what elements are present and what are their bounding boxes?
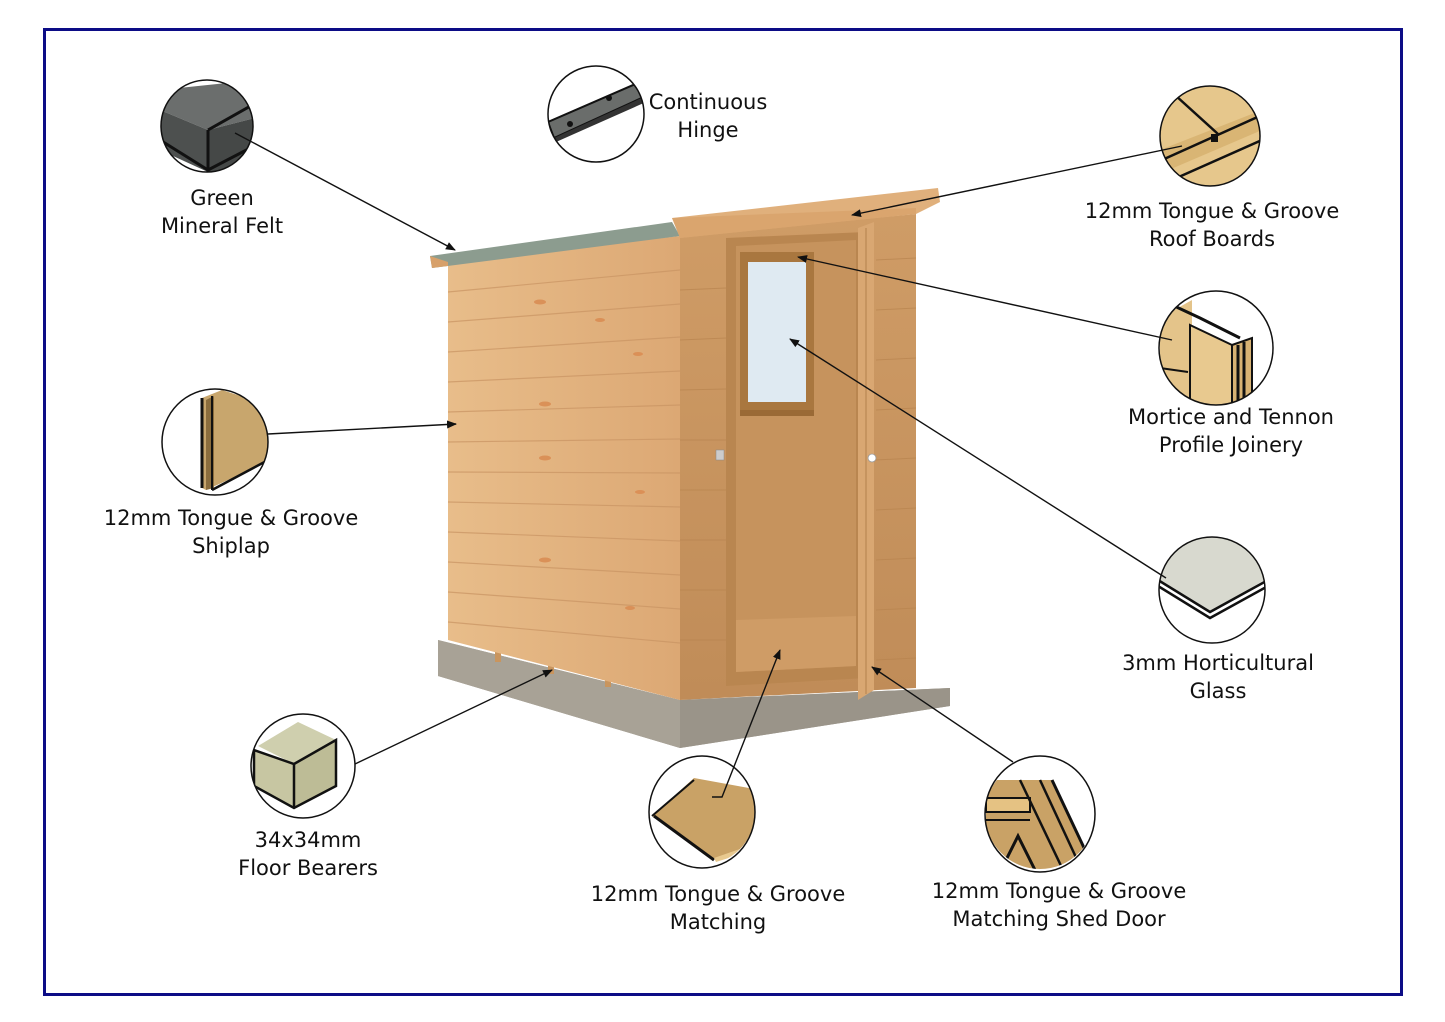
matching-board-icon [648, 755, 756, 869]
label-line: 12mm Tongue & Groove [590, 882, 846, 906]
label-floor-bearers: 34x34mm Floor Bearers [238, 826, 378, 882]
label-line: Hinge [677, 118, 739, 142]
label-line: Matching [669, 910, 767, 934]
label-line: Green [190, 186, 254, 210]
label-line: 3mm Horticultural [1122, 651, 1314, 675]
label-matching-shed-door: 12mm Tongue & Groove Matching Shed Door [932, 877, 1187, 933]
label-line: Roof Boards [1148, 227, 1276, 251]
label-mortice-tennon-joinery: Mortice and Tennon Profile Joinery [1128, 403, 1334, 459]
floor-bearers-icon [250, 713, 356, 819]
label-line: 12mm Tongue & Groove [931, 879, 1187, 903]
mortice-tennon-icon [1158, 290, 1274, 406]
arrow-felt [234, 132, 456, 251]
horticultural-glass-icon [1158, 536, 1266, 644]
label-line: 34x34mm [254, 828, 362, 852]
arrow-roof [851, 145, 1183, 218]
label-green-mineral-felt: Green Mineral Felt [161, 184, 283, 240]
arrow-door [871, 666, 1014, 763]
label-line: Glass [1189, 679, 1247, 703]
arrow-glass [789, 338, 1167, 579]
shed-illustration [430, 188, 950, 748]
arrow-joinery [797, 255, 1173, 341]
label-line: 12mm Tongue & Groove [103, 506, 359, 530]
label-line: Mortice and Tennon [1128, 405, 1334, 429]
side-wall [448, 236, 680, 700]
diagram-frame [43, 28, 1403, 996]
label-line: 12mm Tongue & Groove [1084, 199, 1340, 223]
mineral-felt-icon [160, 79, 254, 173]
label-line: Shiplap [192, 534, 270, 558]
continuous-hinge-icon [547, 65, 645, 163]
label-line: Floor Bearers [238, 856, 378, 880]
window-glass [748, 262, 806, 402]
label-matching: 12mm Tongue & Groove Matching [591, 880, 846, 936]
label-line: Continuous [648, 90, 768, 114]
leader-arrows [234, 132, 1183, 798]
label-continuous-hinge: Continuous Hinge [649, 88, 768, 144]
mineral-felt-roof [430, 222, 680, 268]
arrow-matching [712, 649, 781, 798]
roof-boards-icon [1159, 85, 1261, 187]
label-horticultural-glass: 3mm Horticultural Glass [1122, 649, 1314, 705]
arrow-bearers [354, 669, 553, 765]
arrow-shiplap [267, 420, 457, 435]
label-roof-boards: 12mm Tongue & Groove Roof Boards [1085, 197, 1340, 253]
label-line: Profile Joinery [1158, 433, 1304, 457]
label-line: Matching Shed Door [952, 907, 1166, 931]
label-line: Mineral Felt [160, 214, 284, 238]
shiplap-icon [161, 388, 269, 496]
label-shiplap: 12mm Tongue & Groove Shiplap [104, 504, 359, 560]
shed-door-icon [984, 755, 1096, 873]
